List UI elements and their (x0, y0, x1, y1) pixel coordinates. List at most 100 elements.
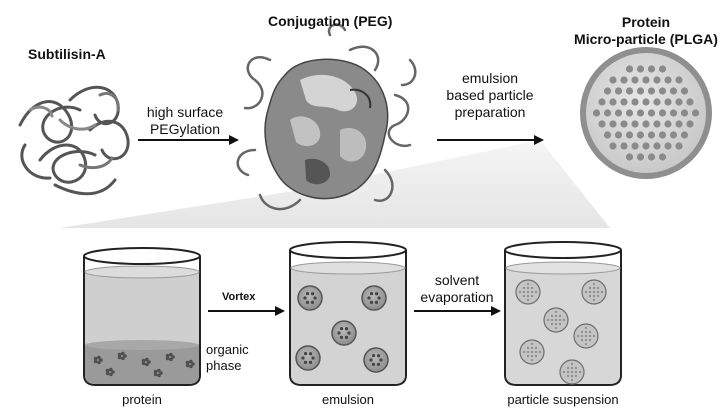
solvent-label-line2: evaporation (420, 289, 494, 305)
sphere-dot (642, 98, 650, 106)
sphere-dot (592, 109, 601, 117)
sphere-dot (636, 109, 645, 117)
suspended-particle (519, 339, 545, 365)
sphere-dot (647, 153, 656, 161)
sphere-dot (625, 87, 634, 95)
sphere-dot (631, 76, 639, 84)
conjugation-title: Conjugation (PEG) (268, 13, 393, 29)
pegylation-label-line1: high surface (146, 104, 224, 120)
sphere-dot (686, 120, 694, 128)
emulsion-droplet (297, 285, 323, 311)
beaker-particle-suspension (504, 241, 622, 386)
sphere-dot (642, 142, 650, 150)
sphere-dot (658, 65, 667, 73)
sphere-dot (664, 76, 672, 84)
sphere-dot (631, 98, 639, 106)
protein-aggregate (141, 357, 151, 367)
emulsion-beaker-label: emulsion (321, 392, 375, 407)
suspended-particle (573, 323, 599, 349)
sphere-dot (620, 120, 628, 128)
protein-aggregate (93, 355, 103, 365)
sphere-dot (636, 87, 645, 95)
sphere-dot (636, 153, 645, 161)
emulsion-droplet (361, 285, 387, 311)
sphere-dot (614, 87, 623, 95)
sphere-dot (647, 109, 656, 117)
pegylation-label-line2: PEGylation (149, 121, 221, 137)
solvent-label-line1: solvent (434, 272, 480, 288)
particle-suspension-label: particle suspension (507, 392, 619, 407)
sphere-dot (609, 76, 617, 84)
emulsion-prep-label-line1: emulsion (461, 70, 519, 86)
sphere-dot (647, 131, 656, 139)
sphere-dot (636, 65, 645, 73)
suspended-particle (543, 307, 569, 333)
sphere-dot (609, 120, 617, 128)
sphere-dot (664, 98, 672, 106)
subtilisin-ribbon-structure (18, 85, 130, 196)
sphere-dot (686, 98, 694, 106)
protein-aggregate (185, 359, 195, 369)
sphere-dot (675, 98, 683, 106)
emulsion-prep-label-line2: based particle (446, 87, 534, 103)
sphere-dot (631, 142, 639, 150)
beaker-protein (83, 247, 201, 386)
emulsion-droplet (331, 320, 357, 346)
sphere-dot (603, 131, 612, 139)
protein-aggregate (117, 351, 127, 361)
sphere-dot (675, 76, 683, 84)
sphere-dot (625, 65, 634, 73)
sphere-dot (636, 131, 645, 139)
sphere-dot (614, 131, 623, 139)
sphere-dot (598, 98, 606, 106)
sphere-dot (658, 153, 667, 161)
sphere-dot (609, 98, 617, 106)
sphere-dot (625, 131, 634, 139)
sphere-dot (614, 109, 623, 117)
sphere-dot (680, 109, 689, 117)
sphere-dot (620, 98, 628, 106)
sphere-dot (647, 87, 656, 95)
sphere-dot (658, 109, 667, 117)
sphere-dot (609, 142, 617, 150)
sphere-dot (625, 153, 634, 161)
sphere-dot (675, 142, 683, 150)
vortex-label: Vortex (222, 291, 256, 303)
sphere-dot (603, 87, 612, 95)
sphere-dot (653, 76, 661, 84)
microparticle-title-line1: Protein (621, 14, 671, 30)
suspended-particle (559, 359, 585, 385)
emulsion-droplet (363, 347, 389, 373)
sphere-dot (631, 120, 639, 128)
sphere-dot (669, 109, 678, 117)
sphere-dot (680, 87, 689, 95)
suspended-particle (581, 279, 607, 305)
sphere-dot (647, 65, 656, 73)
sphere-dot (620, 76, 628, 84)
subtilisin-title: Subtilisin-A (28, 46, 106, 62)
suspended-particle (515, 279, 541, 305)
sphere-dot (603, 109, 612, 117)
sphere-dot (669, 131, 678, 139)
organic-phase-label-line2: phase (206, 358, 242, 373)
sphere-dot (625, 109, 634, 117)
peg-conjugate-structure (236, 23, 417, 211)
protein-beaker-label: protein (122, 392, 162, 407)
microparticle-title-line2: Micro-particle (PLGA) (574, 31, 718, 47)
sphere-dot (620, 142, 628, 150)
beaker-emulsion (289, 241, 407, 386)
sphere-dot (642, 120, 650, 128)
sphere-dot (664, 120, 672, 128)
sphere-dot (680, 131, 689, 139)
sphere-dot (669, 87, 678, 95)
sphere-dot (664, 142, 672, 150)
protein-aggregate (165, 352, 175, 362)
sphere-dot (653, 120, 661, 128)
sphere-dot (642, 76, 650, 84)
microparticle-sphere (580, 47, 712, 179)
sphere-dot (598, 120, 606, 128)
emulsion-droplet (295, 345, 321, 371)
sphere-dot (658, 87, 667, 95)
protein-aggregate (105, 367, 115, 377)
